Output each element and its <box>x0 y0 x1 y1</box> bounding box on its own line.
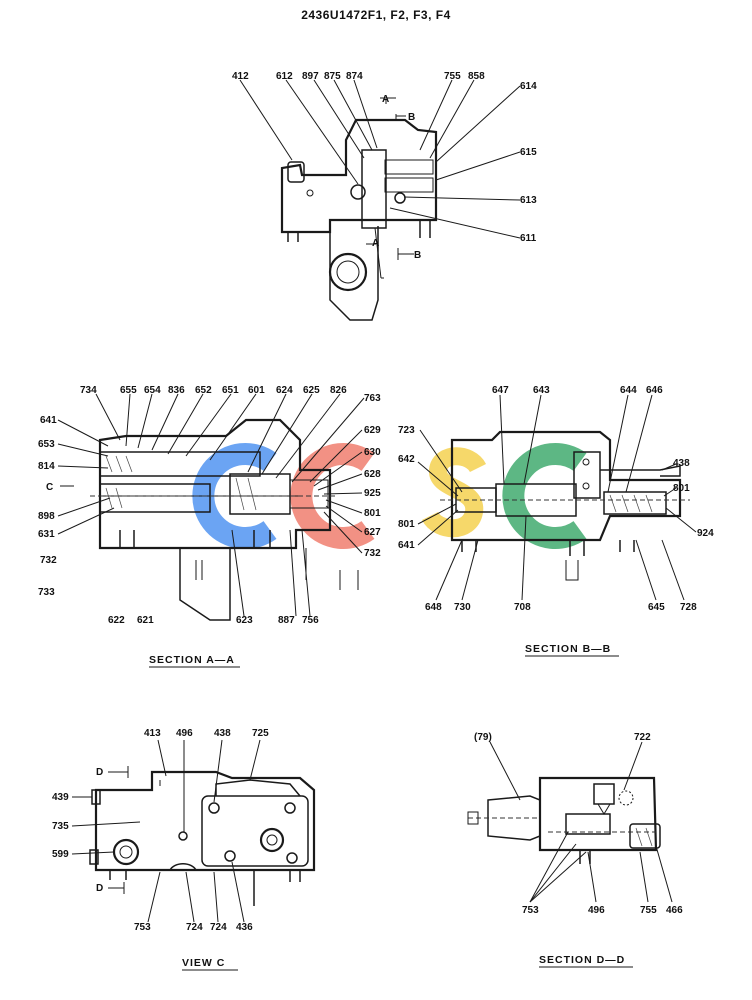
view-c-label-599: 599 <box>52 849 69 860</box>
top-view-label-755: 755 <box>444 71 461 82</box>
top-view-label-897: 897 <box>302 71 319 82</box>
sec-aa-label-734: 734 <box>80 385 97 396</box>
view-c-label-436: 436 <box>236 922 253 933</box>
view-c-label-438: 438 <box>214 728 231 739</box>
watermark-letter-4 <box>502 443 587 549</box>
sec-aa-label-630: 630 <box>364 447 381 458</box>
sec-aa-label-756: 756 <box>302 615 319 626</box>
sec-aa-label-925: 925 <box>364 488 381 499</box>
sec-bb-label-708: 708 <box>514 602 531 613</box>
view-c-label-439: 439 <box>52 792 69 803</box>
sec-bb-label-723: 723 <box>398 425 415 436</box>
top-view-marker-4: B <box>414 250 421 261</box>
sec-bb-label-438: 438 <box>673 458 690 469</box>
sec-bb-label-646: 646 <box>646 385 663 396</box>
sec-dd-label-722: 722 <box>634 732 651 743</box>
sec-aa-label-653: 653 <box>38 439 55 450</box>
sec-aa-label-814: 814 <box>38 461 55 472</box>
view-c-label-413: 413 <box>144 728 161 739</box>
view-c-caption: VIEW C <box>182 957 225 969</box>
sec-bb-label-642: 642 <box>398 454 415 465</box>
top-view-label-611: 611 <box>520 233 537 244</box>
sec-aa-label-655: 655 <box>120 385 137 396</box>
sec-dd-label-79: (79) <box>474 732 492 743</box>
top-view-marker-3: A <box>372 238 379 249</box>
sec-aa-label-629: 629 <box>364 425 381 436</box>
view-c-label-725: 725 <box>252 728 269 739</box>
sec-bb-label-641: 641 <box>398 540 415 551</box>
sec-bb-label-643: 643 <box>533 385 550 396</box>
top-view-label-614: 614 <box>520 81 537 92</box>
sec-aa-label-621: 621 <box>137 615 154 626</box>
top-view-label-615: 615 <box>520 147 537 158</box>
sec-bb-label-648: 648 <box>425 602 442 613</box>
section-a-a: 734 655 654 836 652 651 601 624 625 826 … <box>38 385 381 668</box>
view-c-label-d1: D <box>96 767 103 778</box>
top-view-label-612: 612 <box>276 71 293 82</box>
view-c-label-724b: 724 <box>210 922 227 933</box>
sec-bb-label-728: 728 <box>680 602 697 613</box>
sec-aa-label-732a: 732 <box>40 555 57 566</box>
top-view-label-875: 875 <box>324 71 341 82</box>
top-view-label-874: 874 <box>346 71 363 82</box>
sec-aa-label-631: 631 <box>38 529 55 540</box>
sec-aa-label-625: 625 <box>303 385 320 396</box>
view-c-label-496: 496 <box>176 728 193 739</box>
sec-bb-caption: SECTION B—B <box>525 643 611 655</box>
sec-aa-caption: SECTION A—A <box>149 654 235 666</box>
sec-bb-label-730: 730 <box>454 602 471 613</box>
top-view: A B A B 412 612 897 875 874 755 858 614 … <box>232 71 537 321</box>
sec-aa-label-623: 623 <box>236 615 253 626</box>
view-c: 413 496 438 725 D 439 735 599 D 753 724 … <box>52 728 316 971</box>
sec-aa-label-c: C <box>46 482 53 493</box>
sec-bb-label-801a: 801 <box>398 519 415 530</box>
sec-dd-label-753: 753 <box>522 905 539 916</box>
view-c-label-724a: 724 <box>186 922 203 933</box>
sec-aa-label-836: 836 <box>168 385 185 396</box>
sec-aa-label-651: 651 <box>222 385 239 396</box>
section-d-d: (79) 722 753 496 755 466 SECTION D—D <box>467 732 683 968</box>
view-c-label-753: 753 <box>134 922 151 933</box>
sec-aa-label-622: 622 <box>108 615 125 626</box>
sec-aa-label-763: 763 <box>364 393 381 404</box>
top-view-label-858: 858 <box>468 71 485 82</box>
sec-aa-label-628: 628 <box>364 469 381 480</box>
sec-aa-label-732b: 732 <box>364 548 381 559</box>
sec-aa-label-624: 624 <box>276 385 293 396</box>
sec-dd-label-496: 496 <box>588 905 605 916</box>
sec-aa-label-887: 887 <box>278 615 295 626</box>
view-c-label-d2: D <box>96 883 103 894</box>
sec-aa-label-654: 654 <box>144 385 161 396</box>
sec-bb-label-647: 647 <box>492 385 509 396</box>
sec-bb-label-644: 644 <box>620 385 637 396</box>
sec-aa-label-652: 652 <box>195 385 212 396</box>
sec-dd-label-466: 466 <box>666 905 683 916</box>
section-b-b: 647 643 644 646 723 642 801 641 438 801 … <box>398 385 714 657</box>
view-c-label-735: 735 <box>52 821 69 832</box>
sec-bb-label-801b: 801 <box>673 483 690 494</box>
sec-aa-label-826: 826 <box>330 385 347 396</box>
sec-aa-label-601: 601 <box>248 385 265 396</box>
top-view-marker-2: B <box>408 112 415 123</box>
top-view-label-613: 613 <box>520 195 537 206</box>
top-view-label-412: 412 <box>232 71 249 82</box>
sec-dd-label-755: 755 <box>640 905 657 916</box>
sec-aa-label-801: 801 <box>364 508 381 519</box>
sec-aa-label-627: 627 <box>364 527 381 538</box>
sec-aa-label-733: 733 <box>38 587 55 598</box>
sec-dd-caption: SECTION D—D <box>539 954 625 966</box>
top-view-marker-1: A <box>382 94 389 105</box>
sec-bb-label-924: 924 <box>697 528 714 539</box>
sec-bb-label-645: 645 <box>648 602 665 613</box>
diagram-title: 2436U1472F1, F2, F3, F4 <box>301 8 451 22</box>
sec-aa-label-641: 641 <box>40 415 57 426</box>
sec-aa-label-898: 898 <box>38 511 55 522</box>
